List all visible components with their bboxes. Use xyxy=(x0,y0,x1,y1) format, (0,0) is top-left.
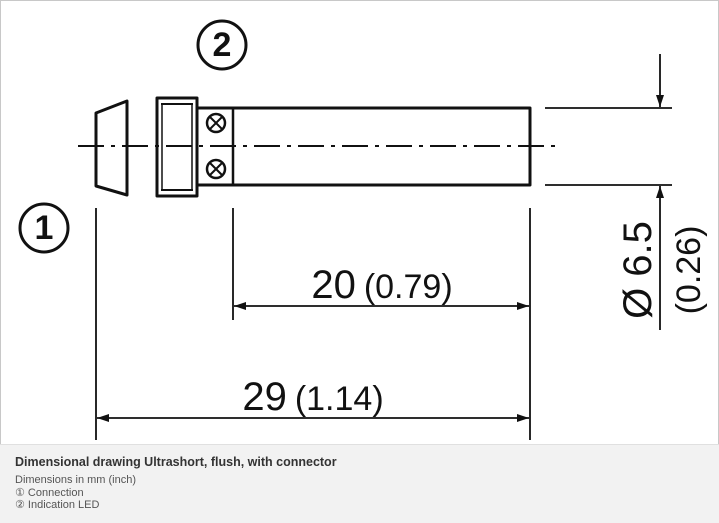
dim-diameter-text: Ø 6.5 xyxy=(616,221,660,319)
caption-legend-led: ② Indication LED xyxy=(15,499,100,511)
caption-legend-connection: ① Connection xyxy=(15,486,84,499)
dimension-lines xyxy=(97,54,664,422)
figure-caption: Dimensional drawing Ultrashort, flush, w… xyxy=(0,444,719,523)
dimensional-drawing: 2 1 20(0.79) 29(1.14) Ø 6.5 (0.26) xyxy=(18,19,708,440)
callout-led-number: 2 xyxy=(213,26,232,64)
led-indicators xyxy=(205,112,227,180)
callout-connection-number: 1 xyxy=(35,209,54,247)
callout-led: 2 xyxy=(196,19,248,71)
callout-connection: 1 xyxy=(18,202,70,254)
led-top xyxy=(205,112,227,134)
dim-20-text: 20(0.79) xyxy=(311,263,452,307)
dim-diameter-inch-text: (0.26) xyxy=(670,226,708,315)
extension-lines xyxy=(95,107,672,440)
caption-title: Dimensional drawing Ultrashort, flush, w… xyxy=(15,455,337,469)
connector-cap xyxy=(94,99,129,197)
led-bottom xyxy=(205,158,227,180)
dim-29-text: 29(1.14) xyxy=(242,375,383,419)
caption-units: Dimensions in mm (inch) xyxy=(15,474,137,486)
